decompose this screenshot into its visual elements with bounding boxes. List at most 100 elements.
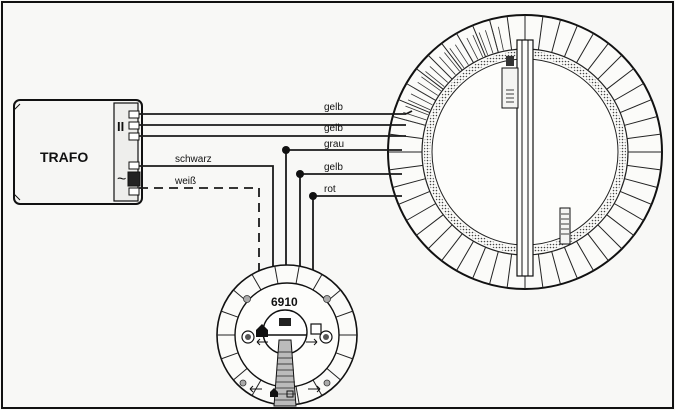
track-stub-line	[417, 81, 439, 96]
ring-segment-line	[295, 266, 300, 284]
track-stub-line	[434, 61, 452, 79]
ring-segment-line	[326, 368, 341, 381]
terminal-ac-2	[128, 187, 140, 196]
track-stub-line	[485, 30, 494, 54]
ring-segment-line	[392, 178, 426, 188]
ring-segment-line	[274, 266, 279, 284]
ring-segment-line	[398, 99, 430, 114]
wires	[139, 110, 413, 284]
ring-segment-line	[233, 368, 248, 381]
track-stub-line	[466, 37, 479, 60]
lower-arrow-right-icon	[308, 385, 321, 393]
ring-segment-line	[563, 25, 578, 57]
track-stub-line	[472, 34, 484, 58]
control-dot-left	[243, 295, 251, 303]
track-stub-line	[410, 93, 433, 106]
ring-segment-line	[620, 99, 652, 114]
ring-segment-line	[576, 33, 594, 64]
ring-segment-line	[576, 240, 594, 271]
ring-segment-line	[597, 54, 623, 80]
ring-segment-line	[587, 233, 609, 262]
track-stub-line	[401, 118, 425, 126]
control-dot-right	[323, 295, 331, 303]
lower-square-icon	[286, 390, 294, 398]
track-stub-line	[407, 99, 431, 111]
ring-segment-line	[312, 379, 323, 396]
turntable-bridge	[516, 39, 534, 277]
ring-segment-line	[506, 254, 513, 288]
track-stub-line	[460, 40, 474, 63]
ring-segment-line	[251, 274, 262, 291]
ring-segment-line	[427, 224, 453, 250]
ring-segment-line	[627, 164, 661, 171]
transformer-housing-shading	[13, 103, 21, 201]
terminal-dc-2	[128, 121, 140, 130]
transformer: TRAFO II ~	[13, 99, 143, 205]
ring-segment-line	[415, 68, 444, 90]
arrow-right-icon	[306, 338, 318, 346]
wire-label-weiss: weiß	[174, 176, 196, 187]
ring-segment-line	[624, 116, 658, 126]
control-knob-indicator	[279, 318, 291, 326]
wire-label-rot: rot	[324, 184, 336, 195]
bridge-ladder-bottom	[561, 213, 569, 235]
wire-label-grau: grau	[324, 139, 344, 150]
junction-gelb	[296, 170, 304, 178]
ring-segment-line	[613, 203, 644, 221]
ring-segment-line	[221, 352, 239, 360]
transformer-label: TRAFO	[40, 149, 88, 165]
bridge-ladder-top	[506, 89, 514, 103]
control-unit-6910: 6910	[216, 264, 358, 407]
arrow-left-icon	[256, 338, 268, 346]
ring-segment-line	[613, 83, 644, 101]
bridge-hut-top-roof	[506, 56, 514, 66]
terminal-dc-3	[128, 132, 140, 141]
ring-segment-line	[389, 164, 423, 171]
ring-segment-line	[251, 379, 262, 396]
indicator-left-core	[245, 334, 251, 340]
ring-segment-line	[606, 214, 635, 236]
wire-label-schwarz: schwarz	[175, 154, 212, 165]
ring-segment-line	[472, 25, 487, 57]
track-stub-line	[429, 66, 448, 83]
ring-segment-line	[335, 352, 353, 360]
lower-arrow-left-icon	[249, 385, 262, 393]
ring-segment-line	[537, 16, 544, 50]
turntable	[387, 14, 663, 290]
wire-label-gelb-3: gelb	[324, 162, 343, 173]
wire-label-gelb-2: gelb	[324, 123, 343, 134]
ring-segment-line	[295, 386, 300, 404]
ring-segment-line	[335, 310, 353, 318]
ring-segment-line	[472, 247, 487, 279]
ring-segment-line	[597, 224, 623, 250]
junction-rot	[309, 192, 317, 200]
control-dot-lower-right	[323, 379, 331, 387]
ring-segment-line	[624, 178, 658, 188]
terminal-ac-1	[128, 161, 140, 170]
track-stub-line	[444, 52, 460, 72]
track-stub-line	[498, 26, 504, 51]
house-icon	[256, 324, 268, 337]
square-icon	[310, 323, 322, 335]
ring-segment-line	[456, 240, 474, 271]
control-dot-lower-left	[239, 379, 247, 387]
wire-weiss	[139, 187, 260, 282]
track-stub-line	[439, 56, 456, 75]
ring-segment-line	[537, 254, 544, 288]
transformer-housing	[13, 99, 143, 205]
ring-segment-line	[389, 133, 423, 140]
ring-segment-line	[441, 42, 463, 71]
control-lever[interactable]	[273, 339, 297, 407]
ring-segment-line	[563, 247, 578, 279]
ring-segment-line	[620, 190, 652, 205]
lower-house-icon	[270, 388, 278, 397]
bridge-hut-bottom	[559, 207, 571, 245]
ring-segment-line	[221, 310, 239, 318]
control-lever-grip	[274, 351, 296, 401]
ring-segment-line	[606, 68, 635, 90]
ring-segment-line	[489, 251, 499, 285]
junction-grau	[282, 146, 290, 154]
